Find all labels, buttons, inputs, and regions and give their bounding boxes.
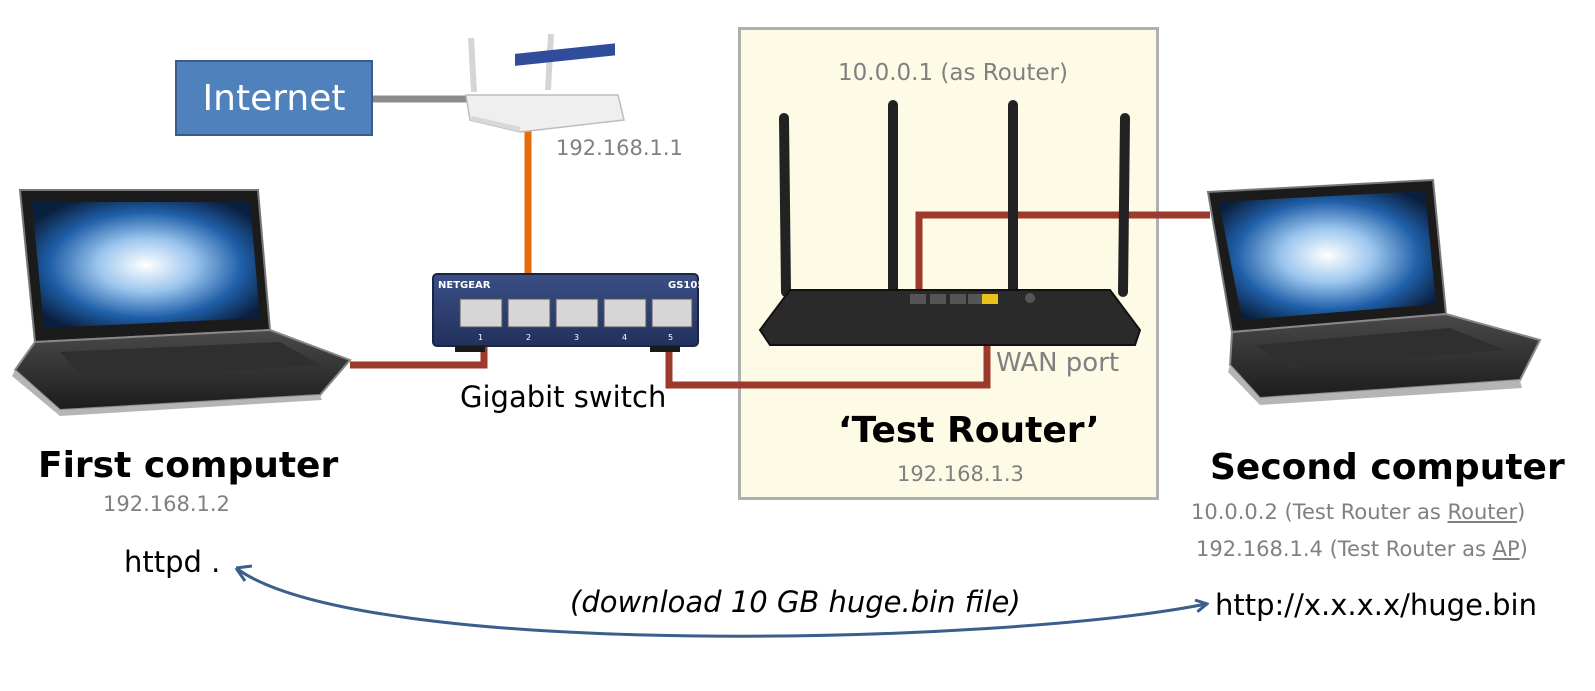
test-router-router-ip: 10.0.0.1 (as Router)	[838, 60, 1068, 86]
switch-port-label: 1	[478, 333, 483, 342]
switch-port-label: 3	[574, 333, 579, 342]
router-second-computer-cable	[915, 211, 1210, 300]
switch-port-label: 2	[526, 333, 531, 342]
switch-port-label: 5	[668, 333, 673, 342]
wan-port-label: WAN port	[996, 348, 1120, 378]
ap-link[interactable]: AP	[1492, 537, 1520, 561]
second-computer-router-ip: 10.0.0.2 (Test Router as Router)	[1191, 500, 1525, 524]
modem-ip: 192.168.1.1	[556, 136, 683, 160]
test-router-icon	[758, 100, 1142, 346]
modem-router-icon	[465, 33, 625, 133]
gigabit-switch-icon: NETGEAR GS105 1 2 3 4 5	[432, 273, 704, 352]
download-label: (download 10 GB huge.bin file)	[570, 585, 1021, 619]
first-computer-server: httpd .	[124, 545, 221, 579]
download-arrow-tail	[234, 564, 253, 582]
download-arrow	[235, 566, 1206, 638]
ap-ip-suffix: )	[1519, 537, 1528, 561]
first-computer-ip: 192.168.1.2	[103, 492, 230, 516]
switch-brand: NETGEAR	[438, 280, 491, 291]
internet-box: Internet	[175, 60, 373, 136]
switch-model: GS105	[668, 280, 704, 291]
second-computer-title: Second computer	[1210, 447, 1565, 488]
internet-label: Internet	[202, 77, 346, 119]
ap-ip-prefix: 192.168.1.4 (Test Router as	[1196, 537, 1493, 561]
second-computer-ap-ip: 192.168.1.4 (Test Router as AP)	[1196, 537, 1528, 561]
test-router-ip: 192.168.1.3	[897, 462, 1024, 486]
router-link[interactable]: Router	[1447, 500, 1518, 524]
gigabit-switch-label: Gigabit switch	[460, 380, 667, 414]
test-router-title: ‘Test Router’	[838, 410, 1100, 451]
second-computer-laptop-icon	[1206, 178, 1542, 405]
second-computer-url: http://x.x.x.x/huge.bin	[1215, 588, 1537, 622]
router-ip-prefix: 10.0.0.2 (Test Router as	[1191, 500, 1448, 524]
first-computer-title: First computer	[38, 445, 339, 486]
test-router-box	[738, 27, 1159, 500]
router-ip-suffix: )	[1517, 500, 1526, 524]
switch-port-label: 4	[622, 333, 627, 342]
first-computer-laptop-icon	[12, 189, 352, 416]
